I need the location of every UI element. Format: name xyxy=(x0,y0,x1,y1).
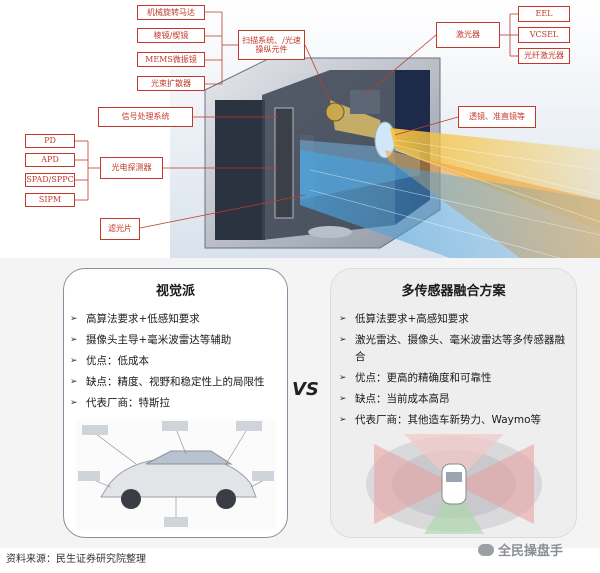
label-laser: 激光器 xyxy=(436,22,500,48)
label-vcsel: VCSEL xyxy=(518,27,570,43)
label-eel: EEL xyxy=(518,6,570,22)
label-mems-mirror: MEMS微振镜 xyxy=(137,52,205,67)
coverage-cone-right xyxy=(454,444,534,524)
source-note: 资料来源：民生证券研究院整理 xyxy=(6,554,146,565)
car-top-view xyxy=(441,463,467,505)
watermark: 全民操盘手 xyxy=(478,540,563,559)
right-panel-fusion: 多传感器融合方案 低算法要求+高感知要求 激光雷达、摄像头、毫米波雷达等多传感器… xyxy=(330,268,577,538)
housing-left-window xyxy=(215,100,265,240)
label-photodetector: 光电探测器 xyxy=(100,157,163,179)
sensor-thumbnail xyxy=(236,421,262,431)
label-prism-wedge: 棱镜/楔镜 xyxy=(137,28,205,43)
label-signal-processing: 信号处理系统 xyxy=(98,107,193,127)
laser-module xyxy=(350,90,380,114)
vs-label: VS xyxy=(292,379,319,400)
coverage-cone-bottom xyxy=(424,484,484,534)
leader-lines xyxy=(75,11,518,229)
right-bullet: 低算法要求+高感知要求 xyxy=(339,311,568,328)
left-panel-title: 视觉派 xyxy=(155,284,195,299)
label-mechanical-rotating-mirror: 机械旋转马达 xyxy=(137,5,205,20)
sensor-thumbnail xyxy=(82,425,108,435)
label-scan-system: 扫描系统、/光速操纵元件 xyxy=(238,30,305,60)
label-spad-sppc: SPAD/SPPC xyxy=(25,173,75,187)
label-sipm: SIPM xyxy=(25,193,75,207)
lidar-diagram: 机械旋转马达 棱镜/楔镜 MEMS微振镜 光束扩散器 扫描系统、/光速操纵元件 … xyxy=(0,0,600,258)
sensor-thumbnail xyxy=(78,471,100,481)
tesla-sensor-illustration xyxy=(76,419,276,529)
left-bullet: 缺点：精度、视野和稳定性上的局限性 xyxy=(70,374,287,391)
watermark-text: 全民操盘手 xyxy=(498,544,564,559)
label-beam-expander: 光束扩散器 xyxy=(137,76,205,91)
right-bullet: 激光雷达、摄像头、毫米波雷达等多传感器融合 xyxy=(339,332,568,366)
beam-lines xyxy=(309,139,600,258)
coverage-cone-top xyxy=(404,434,504,484)
sensor-thumbnail xyxy=(252,471,274,481)
car-windows xyxy=(145,450,233,465)
label-apd: APD xyxy=(25,153,75,167)
label-fiber-laser: 光纤激光器 xyxy=(518,48,570,64)
right-bullet: 缺点：当前成本高昂 xyxy=(339,391,568,408)
car-wheel-rear xyxy=(216,489,236,509)
scanning-mirror xyxy=(325,102,345,122)
car-wheel-front xyxy=(121,489,141,509)
sensor-fusion-illustration xyxy=(366,434,542,534)
wechat-icon xyxy=(478,543,494,556)
callout-lines xyxy=(90,428,267,519)
left-panel-bullets: 高算法要求+低感知要求 摄像头主导+毫米波雷达等辅助 优点：低成本 缺点：精度、… xyxy=(70,311,287,412)
right-panel-bullets: 低算法要求+高感知要求 激光雷达、摄像头、毫米波雷达等多传感器融合 优点：更高的… xyxy=(339,311,568,429)
left-bullet: 代表厂商：特斯拉 xyxy=(70,395,287,412)
sensor-thumbnail xyxy=(164,517,188,527)
car-windshield xyxy=(446,472,462,482)
label-pd: PD xyxy=(25,134,75,148)
coverage-cone-left xyxy=(374,444,454,524)
detector-board xyxy=(274,107,294,219)
right-bullet: 代表厂商：其他造车新势力、Waymo等 xyxy=(339,412,568,429)
left-bullet: 高算法要求+低感知要求 xyxy=(70,311,287,328)
label-filter: 滤光片 xyxy=(100,218,140,240)
sensor-thumbnail xyxy=(162,421,188,431)
left-bullet: 摄像头主导+毫米波雷达等辅助 xyxy=(70,332,287,349)
returning-beam-blue xyxy=(300,150,600,258)
right-panel-title: 多传感器融合方案 xyxy=(401,284,506,299)
lidar-illustration xyxy=(75,0,600,258)
label-lens-collimator: 透镜、准直镜等 xyxy=(458,106,536,128)
left-bullet: 优点：低成本 xyxy=(70,353,287,370)
right-bullet: 优点：更高的精确度和可靠性 xyxy=(339,370,568,387)
left-panel-vision: 视觉派 高算法要求+低感知要求 摄像头主导+毫米波雷达等辅助 优点：低成本 缺点… xyxy=(63,268,288,538)
mirror-base xyxy=(308,226,352,238)
